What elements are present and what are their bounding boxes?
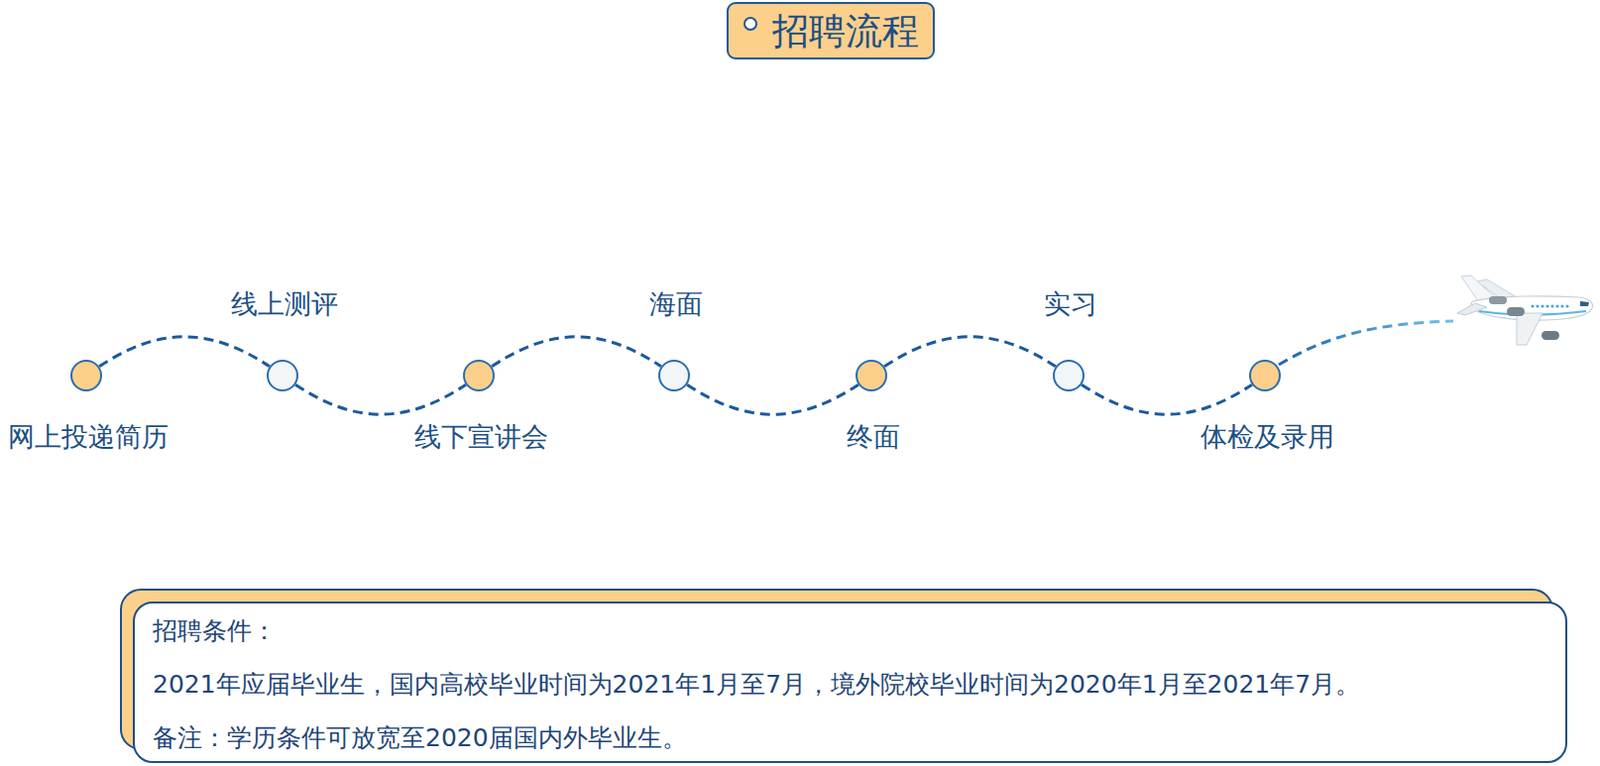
step-circle: 实习	[1052, 359, 1085, 392]
step-label: 体检及录用	[1200, 421, 1335, 454]
step-circle: 海面	[658, 359, 690, 392]
step-circle: 体检及录用	[1249, 359, 1281, 392]
title-dot	[743, 16, 758, 31]
dashed-wave-connector	[491, 337, 662, 367]
dashed-wave-connector	[686, 384, 859, 415]
conditions-box: 招聘条件：2021年应届毕业生，国内高校毕业时间为2021年1月至7月，境外院校…	[132, 601, 1568, 764]
title-box: 招聘流程	[726, 1, 935, 60]
step-label: 网上投递简历	[7, 421, 169, 454]
dashed-wave-connector	[884, 337, 1056, 367]
flight-trail	[1278, 321, 1454, 365]
step-label: 终面	[846, 421, 901, 454]
airplane-illustration	[1457, 275, 1593, 345]
step-label: 海面	[649, 288, 703, 321]
step-label: 线下宣讲会	[414, 421, 549, 454]
step-circle: 终面	[855, 359, 888, 392]
step-label: 线上测评	[230, 288, 339, 321]
step-circle: 网上投递简历	[70, 359, 103, 392]
step-circle: 线上测评	[266, 359, 299, 392]
condition-text: 2021年应届毕业生，国内高校毕业时间为2021年1月至7月，境外院校毕业时间为…	[152, 658, 1556, 712]
dashed-wave-connector	[1081, 384, 1253, 415]
step-label: 实习	[1043, 288, 1098, 321]
dashed-wave-connector	[295, 384, 466, 415]
condition-text: 备注：学历条件可放宽至2020届国内外毕业生。	[152, 711, 1556, 766]
condition-text: 招聘条件：	[152, 604, 1556, 659]
dashed-wave-connector	[99, 337, 270, 367]
step-circle: 线下宣讲会	[462, 359, 495, 392]
diagram-title: 招聘流程	[772, 9, 919, 53]
